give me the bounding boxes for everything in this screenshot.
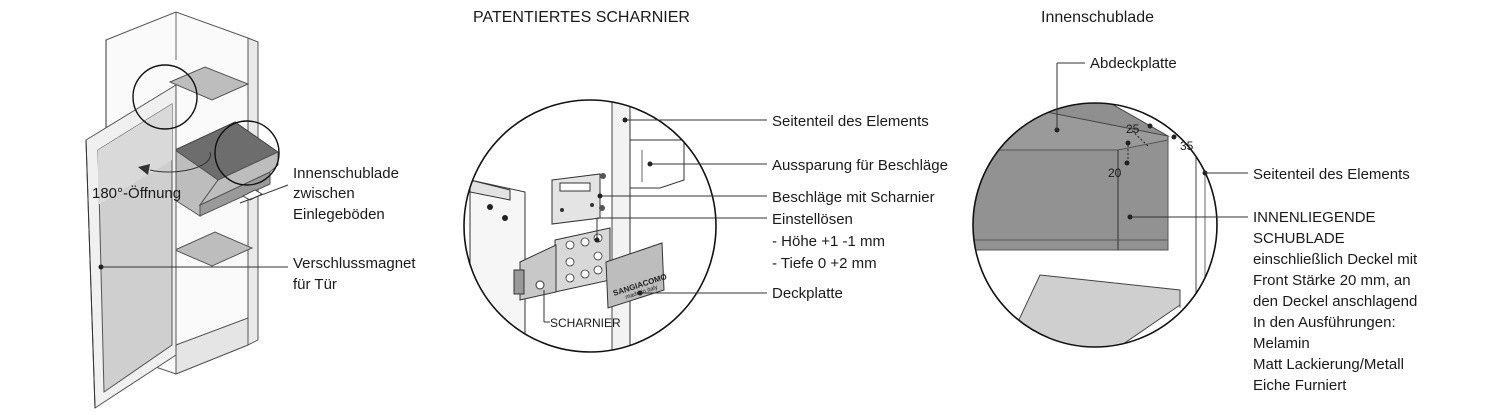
dim-25: 25: [1126, 122, 1140, 136]
callout-recess: Aussparung für Beschläge: [772, 157, 948, 174]
desc-line-1: INNENLIEGENDE: [1253, 209, 1376, 226]
drawer-label-line-1: Innenschublade: [293, 165, 399, 182]
hinge-title: PATENTIERTES SCHARNIER: [473, 9, 690, 26]
desc-line-4: Front Stärke 20 mm, an: [1253, 272, 1411, 289]
drawer-title: Innenschublade: [1041, 9, 1154, 26]
callout-adjust-holes: Einstellösen: [772, 211, 853, 228]
callout-depth: - Tiefe 0 +2 mm: [772, 255, 877, 272]
magnet-label-line-1: Verschlussmagnet: [293, 255, 416, 272]
hinge-detail-circle: SANGIACOMO made in italy: [463, 99, 767, 353]
drawer-label-line-2: zwischen: [293, 185, 355, 202]
callout-height: - Höhe +1 -1 mm: [772, 233, 885, 250]
cabinet-illustration: [85, 11, 289, 409]
drawer-description: INNENLIEGENDE SCHUBLADE einschließlich D…: [1253, 209, 1418, 394]
hinge-label: SCHARNIER: [550, 316, 621, 330]
dim-35: 35: [1180, 139, 1194, 153]
cover-label: Abdeckplatte: [1090, 55, 1177, 72]
dim-20: 20: [1108, 166, 1122, 180]
desc-line-6: In den Ausführungen:: [1253, 314, 1396, 331]
desc-line-5: den Deckel anschlagend: [1253, 293, 1417, 310]
desc-line-9: Eiche Furniert: [1253, 377, 1347, 394]
callout-side-panel: Seitenteil des Elements: [772, 113, 929, 130]
desc-line-3: einschließlich Deckel mit: [1253, 251, 1418, 268]
desc-line-8: Matt Lackierung/Metall: [1253, 356, 1404, 373]
desc-line-7: Melamin: [1253, 335, 1310, 352]
callout-cover-plate: Deckplatte: [772, 285, 843, 302]
side-panel-label: Seitenteil des Elements: [1253, 166, 1410, 183]
callout-fittings: Beschläge mit Scharnier: [772, 189, 935, 206]
opening-label: 180°-Öffnung: [92, 184, 181, 202]
desc-line-2: SCHUBLADE: [1253, 230, 1345, 247]
drawer-detail-circle: [972, 62, 1248, 348]
magnet-label-line-2: für Tür: [293, 276, 337, 293]
drawer-label-line-3: Einlegeböden: [293, 206, 385, 223]
